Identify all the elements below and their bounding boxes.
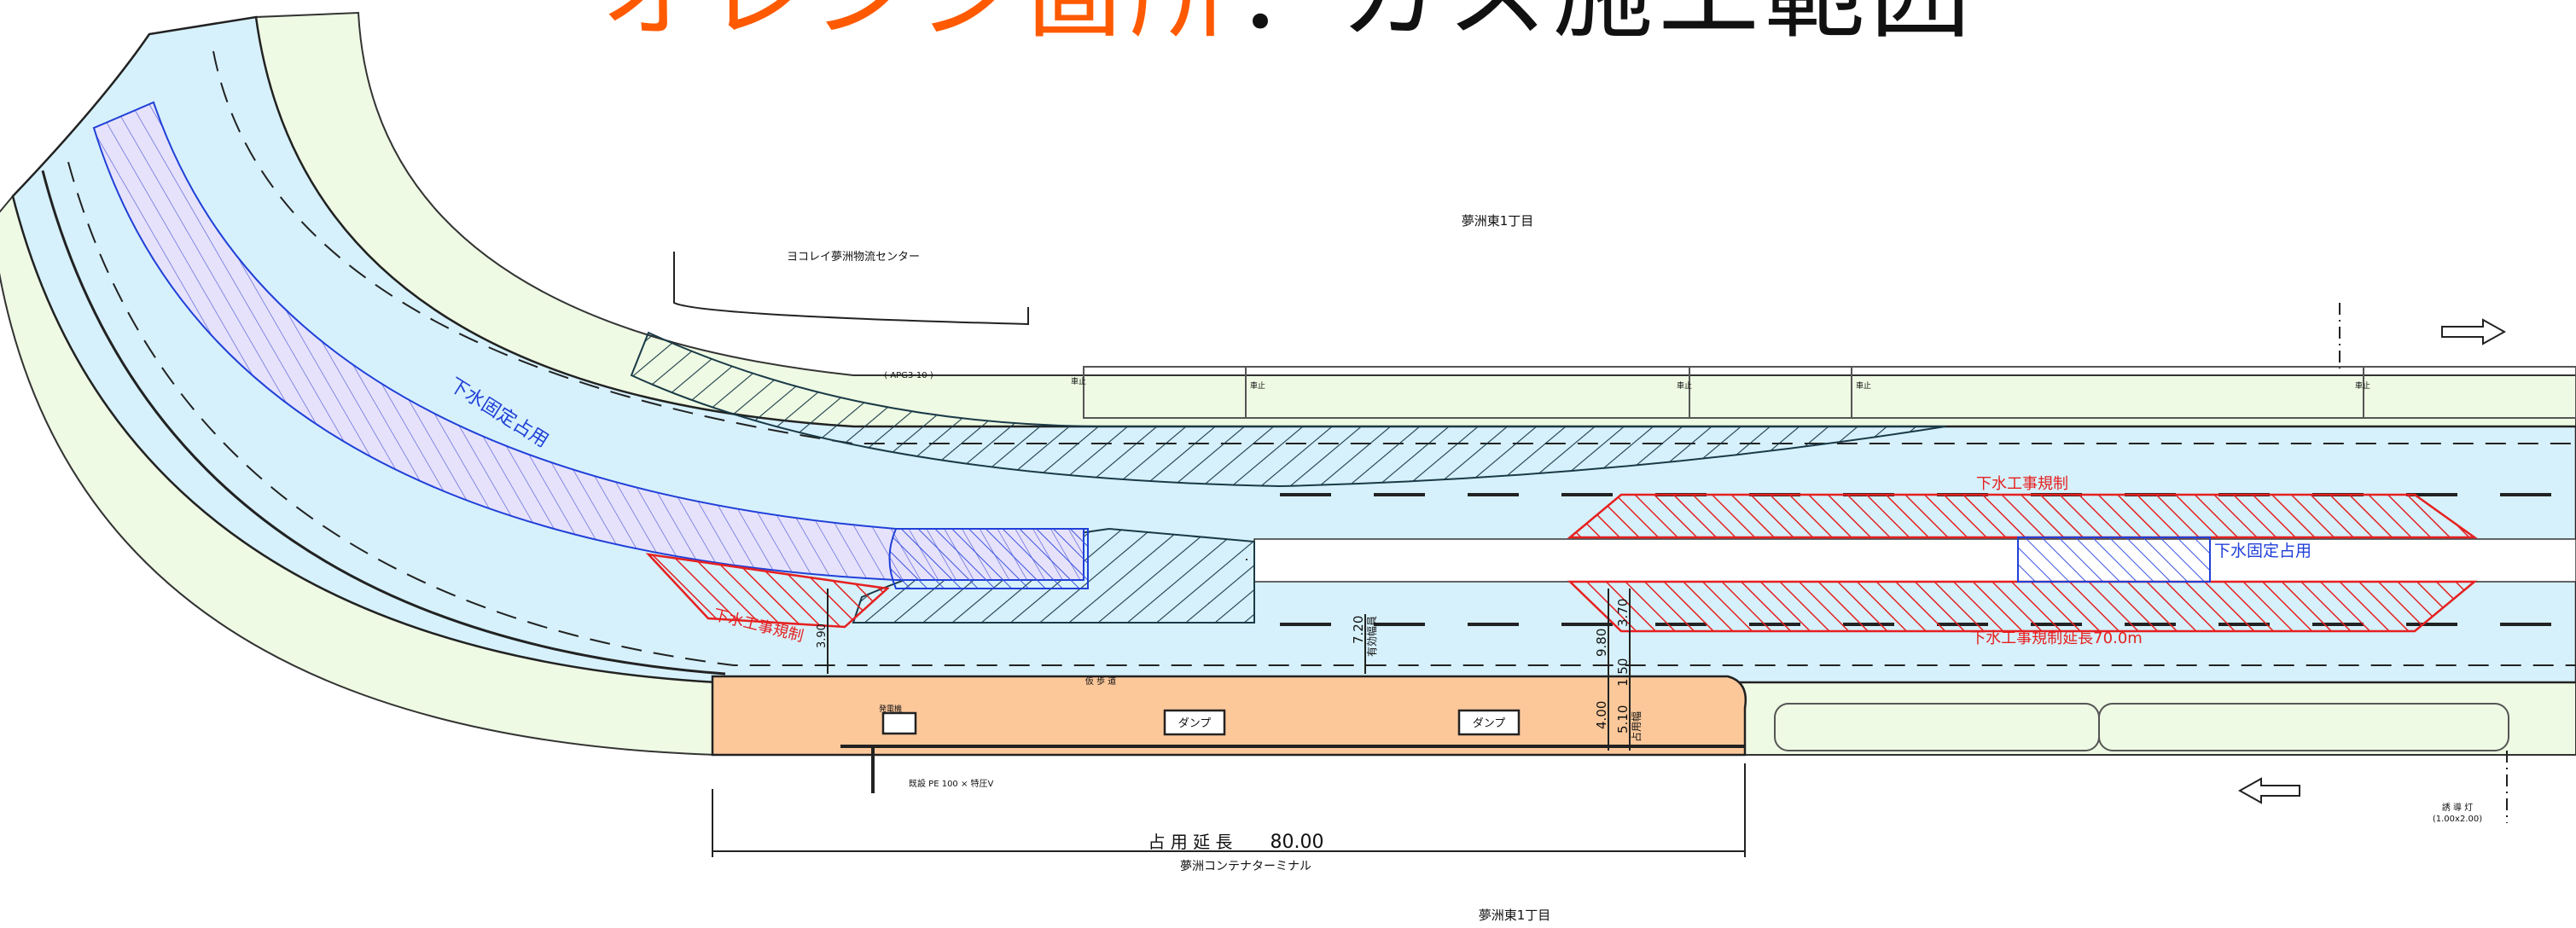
terminal-label: 夢洲コンテナターミナル [1180,860,1311,873]
pipe-spec-note: 既設 PE 100 × 特圧V [909,778,994,789]
generator-label: 発電機 [879,704,902,714]
dim-980: 9.80 [1594,629,1609,657]
sewer-fixed-right-label: 下水固定占用 [2214,542,2311,560]
detour-sign-note: 誘 導 灯 [2442,802,2473,813]
edge-line-inner [41,170,726,676]
lane-line-lower [67,161,2576,666]
stop-mark-5: 車止 [2355,380,2370,391]
title-highlight: オレンジ箇所 [600,0,1235,52]
sewer-work-extension-label: 下水工事規制延長70.0m [1970,629,2143,647]
effective-width-label: 有効幅員 [1365,616,1378,657]
detour-sign-size: (1.00x2.00) [2433,815,2482,824]
gas-construction-area [711,675,1747,757]
area-south-label: 夢洲東1丁目 [1479,908,1551,923]
occupancy-length-value: 80.00 [1271,832,1324,853]
sewer-fixed-occupancy-end [888,528,1089,589]
dump-truck-1-icon [1163,709,1226,736]
lane-line-upper [212,50,2576,444]
stop-mark-1: 車止 [1071,376,1086,386]
dim-150: 1.50 [1615,658,1631,687]
channelisation-zebra-upper [630,331,1946,488]
median-strip [1253,538,2576,583]
dim-510: 5.10 [1615,705,1631,734]
generator-icon [881,711,917,735]
kerb-block-lower-2 [2098,703,2509,751]
direction-arrow-east-icon [2441,318,2507,345]
sewer-work-zone-top [1567,493,2478,539]
stop-mark-2: 車止 [1250,380,1265,391]
direction-arrow-west-icon [2237,777,2300,804]
stop-mark-4: 車止 [1856,380,1871,391]
dump-truck-1-label: ダンプ [1178,717,1212,730]
dump-truck-2-label: ダンプ [1473,717,1506,730]
sewer-work-top-label: 下水工事規制 [1976,475,2068,493]
temp-walkway-label: 仮 歩 道 [1085,676,1116,687]
dim-400: 4.00 [1594,701,1609,729]
sidewalk-outer-curve [254,11,2576,427]
dim-720: 7.20 [1351,616,1366,644]
sewer-work-zone-extension [1567,580,2478,633]
sewer-fixed-occupancy-right [2017,536,2211,583]
drawing-title: オレンジ箇所：ガス施工範囲 [0,0,2576,53]
occupancy-length-label: 占 用 延 長 [1148,832,1232,852]
stop-mark-3: 車止 [1677,380,1692,391]
lot-id-note: ( APG3-10 ) [884,371,933,380]
dump-truck-2-icon [1457,709,1521,736]
facility-label: ヨコレイ夢洲物流センター [787,251,920,264]
area-north-label: 夢洲東1丁目 [1462,213,1534,229]
title-rest: ：ガス施工範囲 [1236,0,1976,52]
facility-boundary [673,252,1029,326]
occupied-width-label: 占用幅 [1630,711,1643,742]
kerb-block-5 [2363,366,2576,419]
dim-390: 3.90 [816,624,829,648]
dim-370: 3.70 [1615,599,1631,627]
